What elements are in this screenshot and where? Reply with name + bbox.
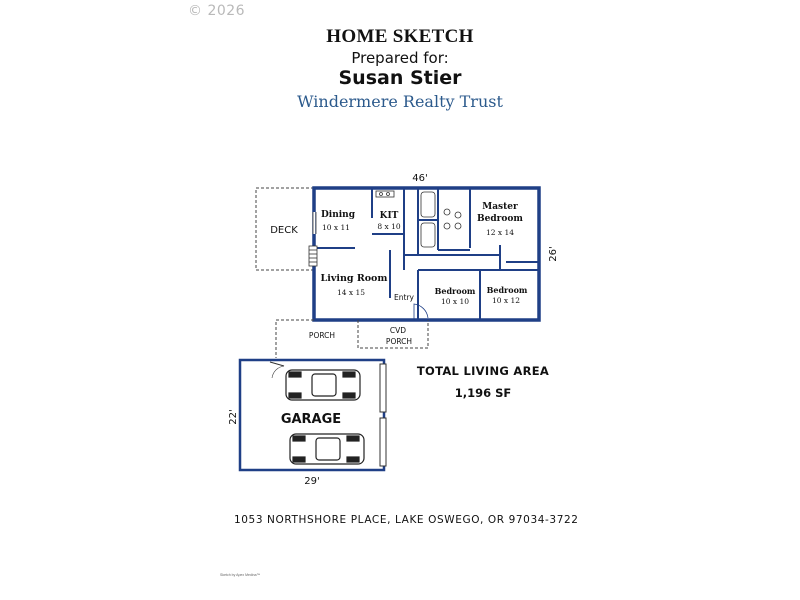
dimension-top: 46' bbox=[412, 173, 427, 184]
prepared-for-label: Prepared for: bbox=[351, 49, 449, 67]
deck-label: DECK bbox=[270, 225, 298, 236]
car-icon bbox=[285, 369, 361, 401]
room-name-master-2: Bedroom bbox=[477, 214, 523, 224]
total-living-area-label: TOTAL LIVING AREA bbox=[417, 364, 549, 378]
garage-dimension-left: 22' bbox=[228, 409, 239, 424]
room-name-living: Living Room bbox=[321, 273, 388, 284]
room-name-bedroom-1: Bedroom bbox=[435, 286, 476, 296]
company-name: Windermere Realty Trust bbox=[297, 92, 503, 111]
porch-area bbox=[275, 319, 429, 358]
room-size-bedroom-1: 10 x 10 bbox=[441, 297, 469, 306]
client-name: Susan Stier bbox=[338, 67, 462, 89]
room-name-bedroom-2: Bedroom bbox=[487, 285, 528, 295]
room-name-kitchen: KIT bbox=[380, 211, 399, 221]
room-size-master: 12 x 14 bbox=[486, 228, 514, 237]
total-living-area-value: 1,196 SF bbox=[455, 386, 512, 400]
room-size-kitchen: 8 x 10 bbox=[377, 222, 401, 231]
room-size-living: 14 x 15 bbox=[337, 288, 365, 297]
dimension-right: 26' bbox=[548, 246, 559, 261]
car-icon bbox=[289, 433, 365, 465]
sketch-credit: Sketch by Apex Medina™ bbox=[220, 573, 261, 577]
garage-dimension-bottom: 29' bbox=[304, 476, 319, 487]
entry-label: Entry bbox=[394, 293, 415, 302]
room-size-bedroom-2: 10 x 12 bbox=[492, 296, 520, 305]
garage-walls bbox=[238, 358, 387, 472]
room-name-dining: Dining bbox=[321, 210, 356, 220]
property-address: 1053 NORTHSHORE PLACE, LAKE OSWEGO, OR 9… bbox=[234, 514, 579, 526]
cvd-porch-label-1: CVD bbox=[390, 326, 406, 335]
room-size-dining: 10 x 11 bbox=[322, 223, 350, 232]
porch-label: PORCH bbox=[309, 331, 335, 340]
page-title: HOME SKETCH bbox=[326, 26, 474, 47]
copyright-notice: © 2026 bbox=[188, 3, 246, 19]
cvd-porch-label-2: PORCH bbox=[386, 337, 412, 346]
fixtures bbox=[308, 190, 462, 267]
room-name-master-1: Master bbox=[482, 202, 518, 212]
garage-label: GARAGE bbox=[281, 412, 341, 427]
